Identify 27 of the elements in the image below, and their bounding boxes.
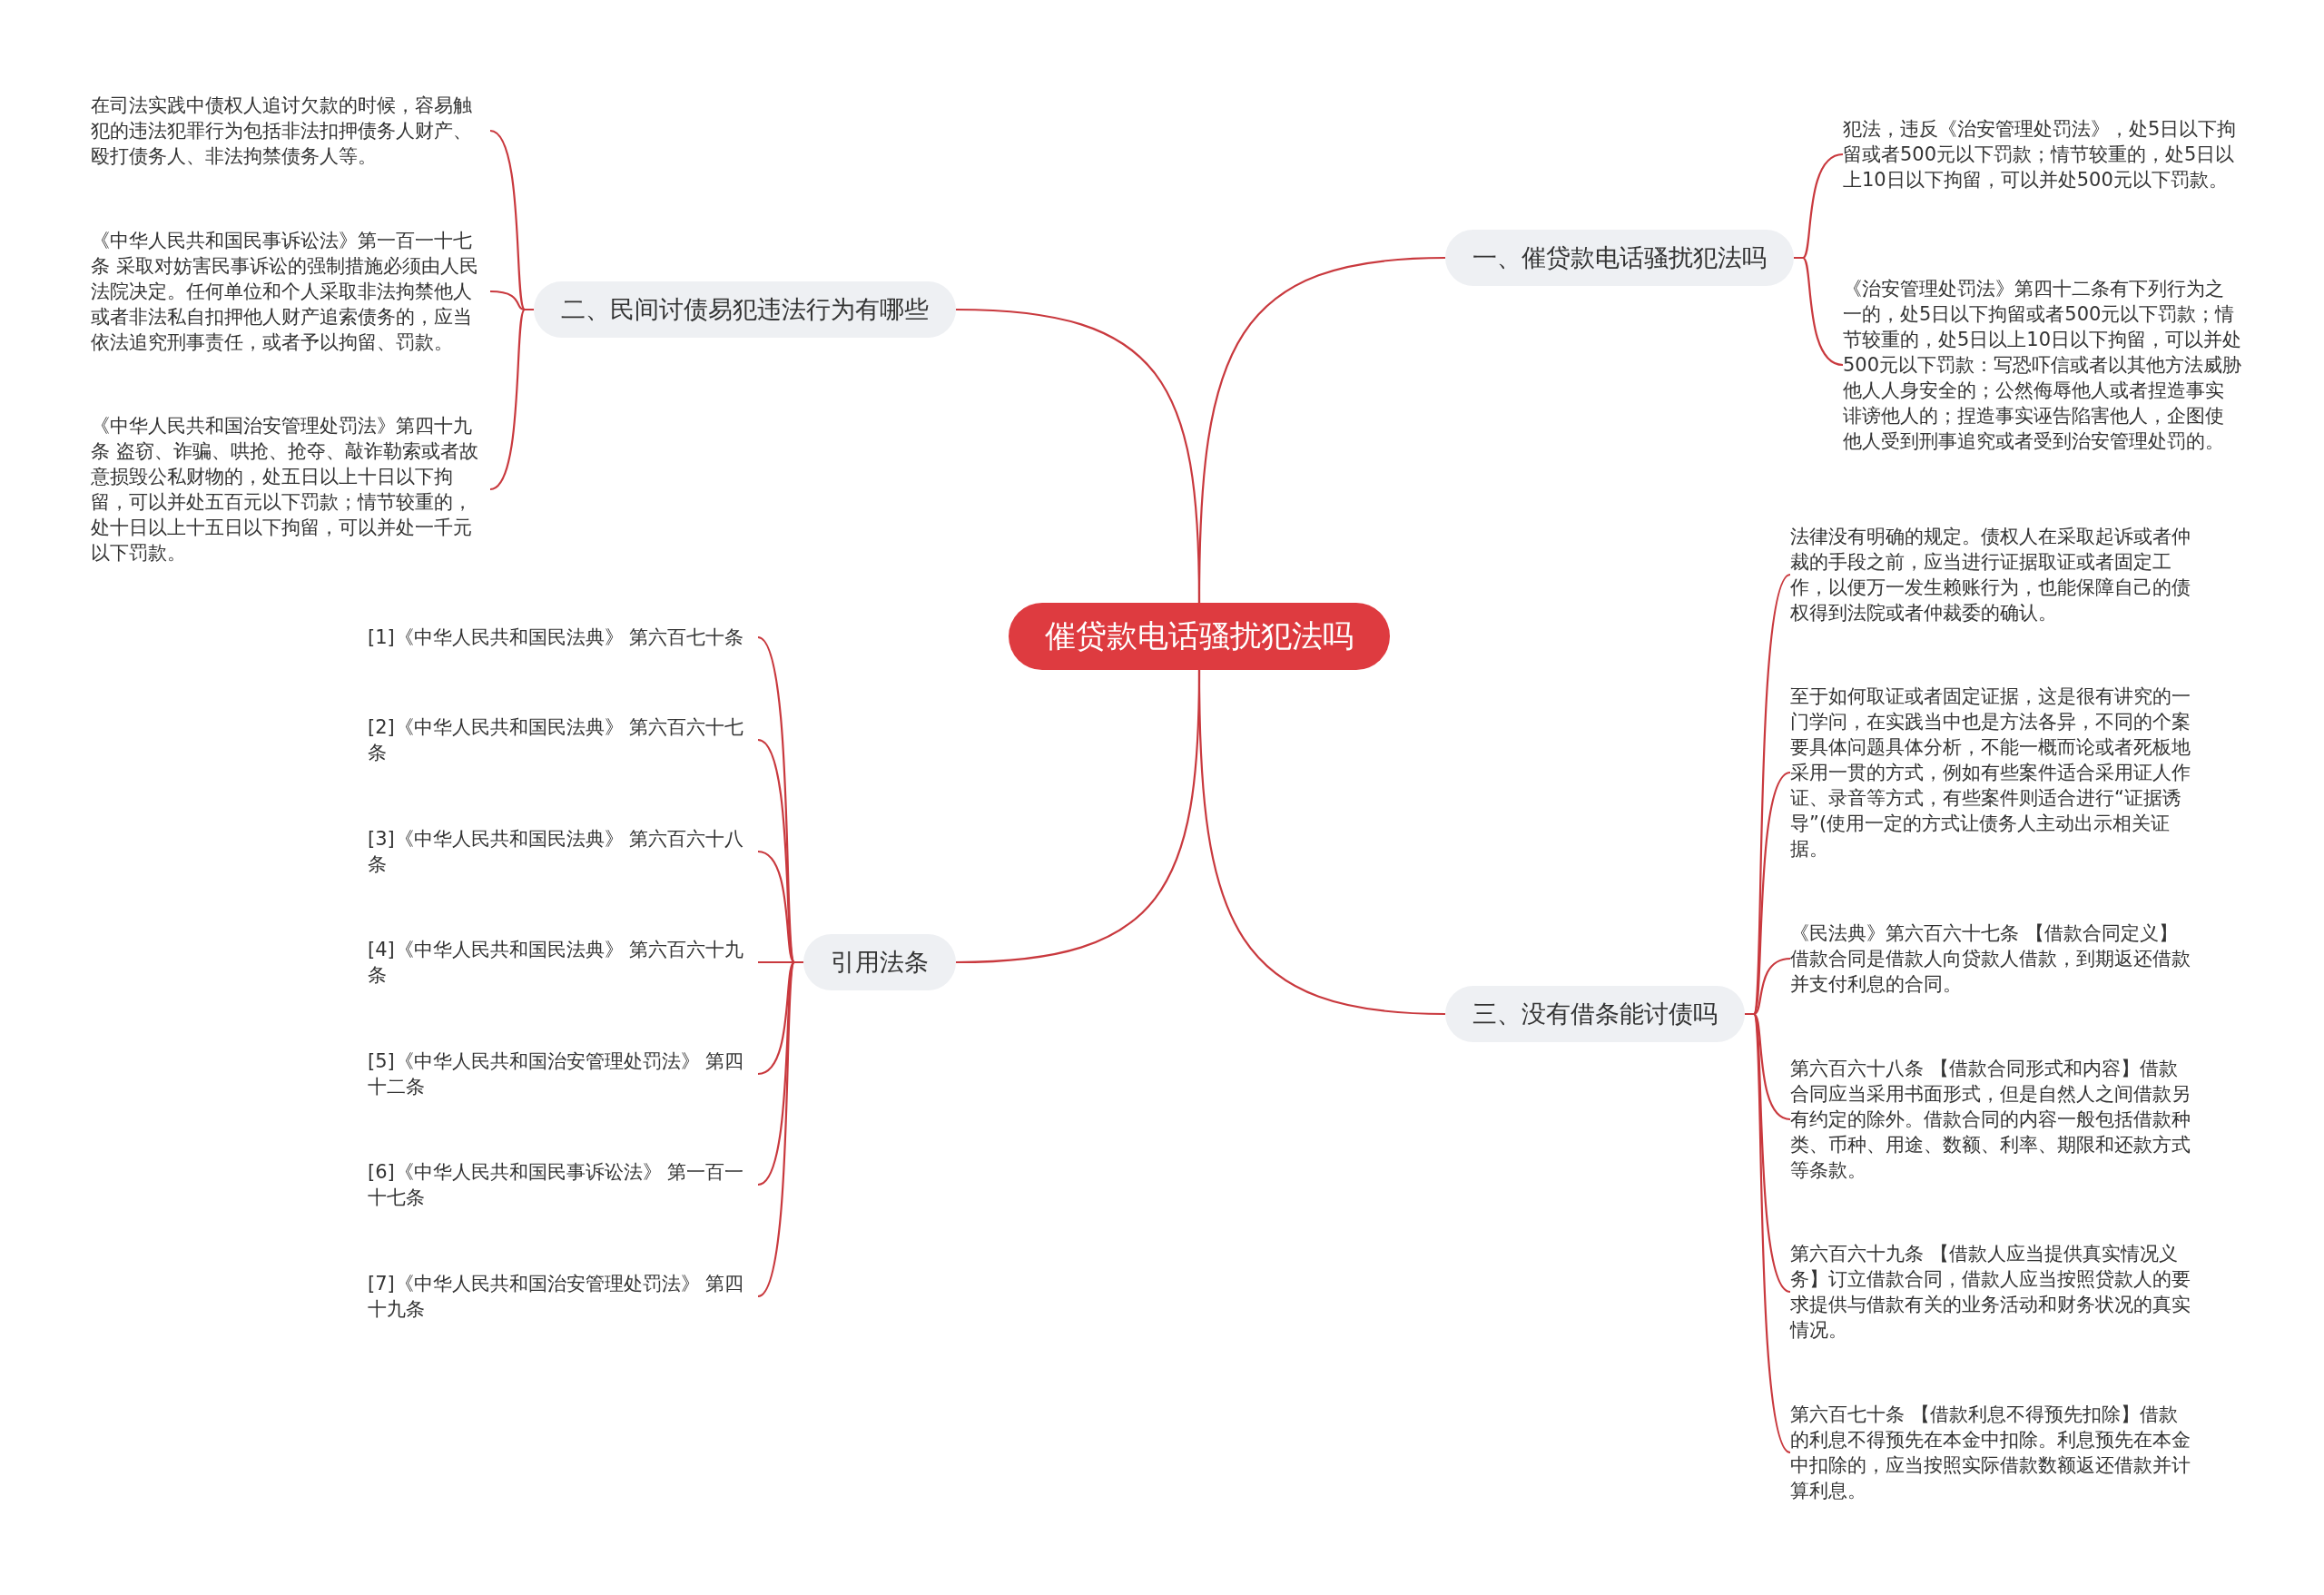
note-text: 《治安管理处罚法》第四十二条有下列行为之一的，处5日以下拘留或者500元以下罚款；情节较重的，处5日以上10日以下拘留，可以并处500元以下罚款：写恐吓信或者以其他方法威胁他人人身安全的；公然侮辱他人或者捏造事实诽谤他人的；捏造事实诬告陷害他人，企图使他人受到刑事追究或者受到治安管理处罚的。 bbox=[1843, 276, 2242, 454]
note-text: 第六百六十九条 【借款人应当提供真实情况义务】订立借款合同，借款人应当按照贷款人的要求提供与借款有关的业务活动和财务状况的真实情况。 bbox=[1790, 1241, 2194, 1343]
topic-pill: 引用法条 bbox=[803, 934, 956, 990]
note-text: 《民法典》第六百六十七条 【借款合同定义】借款合同是借款人向贷款人借款，到期返还借款并支付利息的合同。 bbox=[1790, 921, 2194, 997]
note-text: [1]《中华人民共和国民法典》 第六百七十条 bbox=[368, 625, 758, 650]
note-text: 犯法，违反《治安管理处罚法》，处5日以下拘留或者500元以下罚款；情节较重的，处5日以上10日以下拘留，可以并处500元以下罚款。 bbox=[1843, 116, 2242, 192]
note-text: 《中华人民共和国民事诉讼法》第一百一十七条 采取对妨害民事诉讼的强制措施必须由人民法院决定。任何单位和个人采取非法拘禁他人或者非法私自扣押他人财产追索债务的，应当依法追究刑事责任，或者予以拘留、罚款。 bbox=[91, 228, 490, 355]
note-text: [4]《中华人民共和国民法典》 第六百六十九条 bbox=[368, 937, 758, 988]
note-text: 法律没有明确的规定。债权人在采取起诉或者仲裁的手段之前，应当进行证据取证或者固定工作，以便万一发生赖账行为，也能保障自己的债权得到法院或者仲裁委的确认。 bbox=[1790, 524, 2194, 625]
note-text: [3]《中华人民共和国民法典》 第六百六十八条 bbox=[368, 826, 758, 877]
note-text: 至于如何取证或者固定证据，这是很有讲究的一门学问，在实践当中也是方法各异，不同的个案要具体问题具体分析，不能一概而论或者死板地采用一贯的方式，例如有些案件适合采用证人作证、录音等方式，有些案件则适合进行“证据诱导”(使用一定的方式让债务人主动出示相关证据。 bbox=[1790, 684, 2194, 861]
connector-line bbox=[955, 308, 1201, 603]
note-text: [7]《中华人民共和国治安管理处罚法》 第四十九条 bbox=[368, 1271, 758, 1322]
topic-pill: 一、催贷款电话骚扰犯法吗 bbox=[1445, 230, 1794, 286]
connector-line bbox=[1794, 256, 1844, 367]
topic-pill: 二、民间讨债易犯违法行为有哪些 bbox=[534, 281, 956, 338]
note-text: [6]《中华人民共和国民事诉讼法》 第一百一十七条 bbox=[368, 1159, 758, 1210]
note-text: 在司法实践中债权人追讨欠款的时候，容易触犯的违法犯罪行为包括非法扣押债务人财产、殴打债务人、非法拘禁债务人等。 bbox=[91, 93, 490, 169]
note-text: [2]《中华人民共和国民法典》 第六百六十七条 bbox=[368, 714, 758, 765]
topic-pill: 三、没有借条能讨债吗 bbox=[1445, 986, 1745, 1042]
central-topic: 催贷款电话骚扰犯法吗 bbox=[1009, 603, 1390, 670]
note-text: [5]《中华人民共和国治安管理处罚法》 第四十二条 bbox=[368, 1049, 758, 1099]
note-text: 《中华人民共和国治安管理处罚法》第四十九条 盗窃、诈骗、哄抢、抢夺、敲诈勒索或者故意损毁公私财物的，处五日以上十日以下拘留，可以并处五百元以下罚款；情节较重的，处十日以上十五日以下拘留，可以并处一千元以下罚款。 bbox=[91, 413, 490, 566]
connector-line bbox=[489, 308, 534, 490]
note-text: 第六百六十八条 【借款合同形式和内容】借款合同应当采用书面形式，但是自然人之间借款另有约定的除外。借款合同的内容一般包括借款种类、币种、用途、数额、利率、期限和还款方式等条款。 bbox=[1790, 1056, 2194, 1183]
note-text: 第六百七十条 【借款利息不得预先扣除】借款的利息不得预先在本金中扣除。利息预先在本金中扣除的，应当按照实际借款数额返还借款并计算利息。 bbox=[1790, 1402, 2194, 1503]
connector-line bbox=[955, 670, 1201, 964]
